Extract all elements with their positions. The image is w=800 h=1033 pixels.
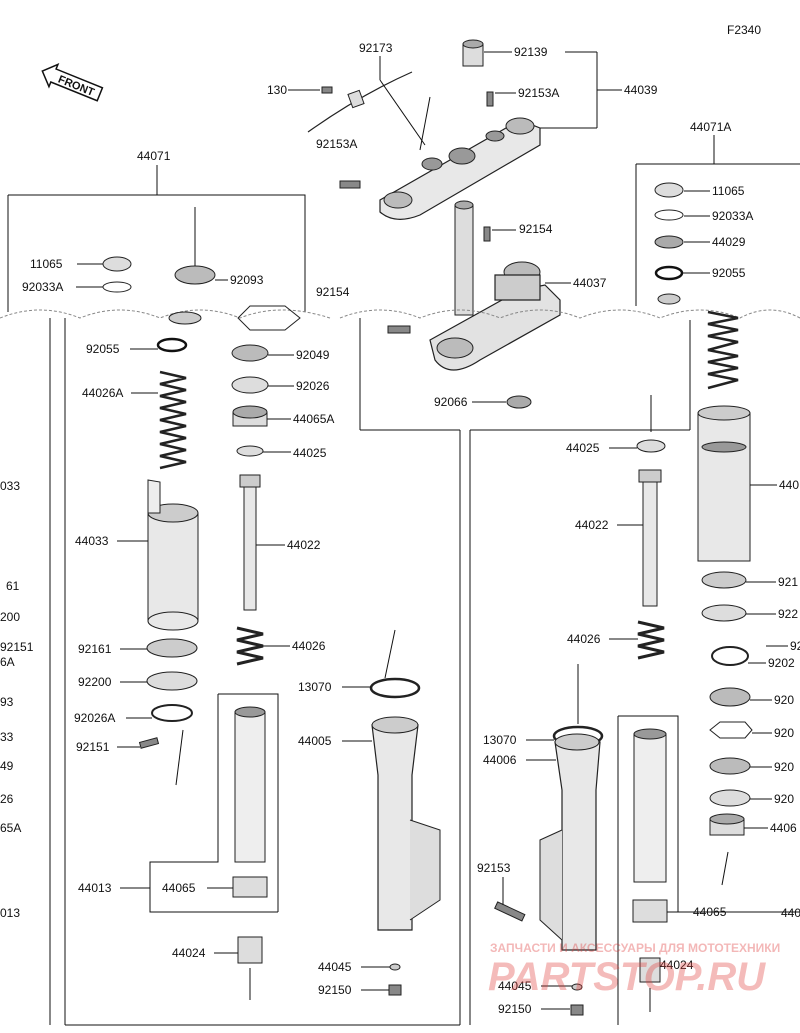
part-label: 92173 [359, 41, 393, 55]
part-label: 11065 [30, 257, 63, 271]
part-label: 44071 [137, 149, 171, 163]
part-label: 200 [0, 610, 20, 624]
part-label: 44037 [573, 276, 607, 290]
spring-44026[interactable] [236, 626, 264, 666]
part-label: 920 [774, 760, 794, 774]
part-label: 440 [781, 906, 800, 920]
steering-stem[interactable] [454, 200, 474, 316]
part-label: 92154 [519, 222, 553, 236]
part-label: 44033 [75, 534, 109, 548]
part-label: 92139 [514, 45, 548, 59]
diagram-code: F2340 [727, 23, 761, 37]
part-label: 922 [778, 607, 798, 621]
part-label: 93 [0, 695, 14, 709]
part-label: 26 [0, 792, 14, 806]
part-label: 013 [0, 906, 20, 920]
damper-rod-44022[interactable] [239, 474, 261, 611]
part-label: 44026A [82, 386, 123, 400]
part-label: 130 [267, 83, 287, 97]
part-label: 92033A [22, 280, 63, 294]
part-label: 44065A [293, 412, 334, 426]
part-label: 92049 [296, 348, 330, 362]
watermark-line2: PARTSTOP.RU [488, 955, 766, 999]
part-label: 61 [6, 579, 20, 593]
part-label: 92161 [78, 642, 112, 656]
inner-tube-right[interactable] [633, 728, 667, 883]
part-label: 920 [774, 726, 794, 740]
damper-rod-right[interactable] [638, 469, 662, 607]
part-label: 49 [0, 759, 14, 773]
part-label: 92150 [498, 1002, 532, 1016]
part-label: 92 [790, 639, 800, 653]
nut-92066 [506, 395, 532, 409]
spacer-44033[interactable] [147, 479, 199, 631]
part-label: 13070 [298, 680, 332, 694]
part-label: 92151 [0, 640, 34, 654]
part-label: 44022 [575, 518, 609, 532]
part-label: 6A [0, 655, 15, 669]
part-label: 920 [774, 693, 794, 707]
cap-92139[interactable] [462, 39, 484, 67]
part-label: 92153A [316, 137, 357, 151]
part-label: 92153A [518, 86, 559, 100]
part-label: 4406 [770, 821, 797, 835]
part-label: 44025 [293, 446, 327, 460]
part-label: 44005 [298, 734, 332, 748]
spacer-right[interactable] [697, 405, 751, 562]
part-label: 92055 [86, 342, 120, 356]
part-label: 44013 [78, 881, 112, 895]
part-label: 44039 [624, 83, 658, 97]
part-label: 44045 [318, 960, 352, 974]
part-label: 920 [774, 792, 794, 806]
inner-tube[interactable] [234, 706, 266, 863]
part-label: 44024 [660, 958, 694, 972]
part-label: 44006 [483, 753, 517, 767]
part-label: 92055 [712, 266, 746, 280]
part-label: 92026 [296, 379, 330, 393]
part-label: 92200 [78, 675, 112, 689]
part-label: 44025 [566, 441, 600, 455]
part-label: 9202 [768, 656, 795, 670]
part-label: 44026 [567, 632, 601, 646]
part-label: 033 [0, 479, 20, 493]
part-label: 92026A [74, 711, 115, 725]
outer-tube-44006[interactable] [539, 733, 601, 951]
part-label: 11065 [712, 184, 745, 198]
part-label: 92151 [76, 740, 110, 754]
part-label: 44071A [690, 120, 731, 134]
part-label: 92150 [318, 983, 352, 997]
lower-bracket[interactable] [429, 261, 561, 371]
spring-44026A[interactable] [159, 370, 187, 470]
part-label: 92093 [230, 273, 264, 287]
part-label: 92066 [434, 395, 468, 409]
part-label: 44026 [292, 639, 326, 653]
upper-bracket[interactable] [379, 117, 541, 220]
part-label: 440 [779, 478, 799, 492]
front-arrow-icon: FRONT [41, 62, 104, 102]
part-label: 92153 [477, 861, 511, 875]
outer-tube-44005[interactable] [371, 716, 441, 931]
part-label: 44045 [498, 979, 532, 993]
part-label: 33 [0, 730, 14, 744]
part-label: 921 [778, 575, 798, 589]
part-label: 44022 [287, 538, 321, 552]
part-label: 13070 [483, 733, 517, 747]
part-label: 44065 [693, 905, 727, 919]
part-label: 92033A [712, 209, 753, 223]
part-label: 44065 [162, 881, 196, 895]
part-label: 92154 [316, 285, 350, 299]
part-label: 44029 [712, 235, 746, 249]
part-label: 65A [0, 821, 21, 835]
part-label: 44024 [172, 946, 206, 960]
watermark-line1: ЗАПЧАСТИ И АКСЕССУАРЫ ДЛЯ МОТОТЕХНИКИ [490, 941, 780, 955]
spring-right[interactable] [707, 310, 739, 390]
